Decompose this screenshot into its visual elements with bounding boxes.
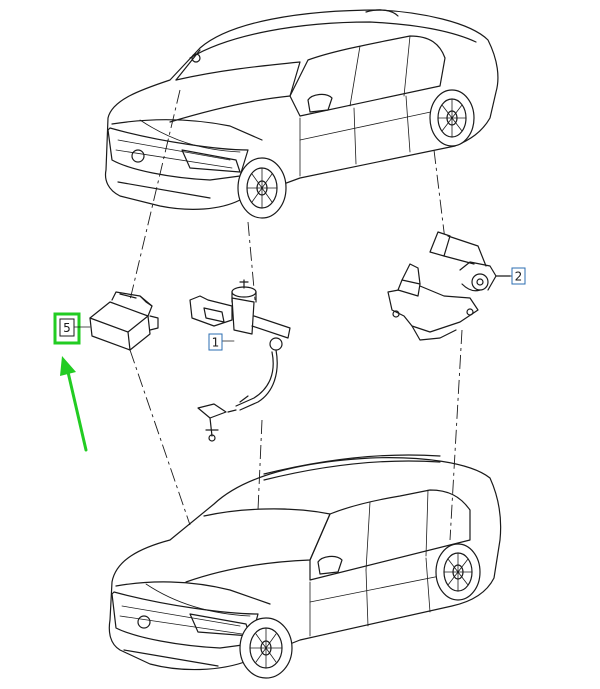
- sedan-car-icon: [104, 9, 499, 219]
- level-sensor-front-icon: [189, 279, 291, 442]
- callout-5-highlight: [53, 312, 81, 345]
- callout-1: 1: [208, 333, 235, 351]
- green-arrow-icon: [60, 356, 88, 452]
- callout-2: 2: [499, 267, 526, 285]
- leader-lines: [129, 89, 463, 541]
- estate-car-icon: [108, 454, 502, 679]
- control-unit-icon: [89, 291, 159, 351]
- level-sensor-rear-icon: [387, 231, 511, 341]
- callout-5: 5: [53, 312, 91, 345]
- callout-5-label: 5: [63, 321, 71, 335]
- callout-2-label: 2: [515, 270, 523, 284]
- callout-1-label: 1: [212, 336, 220, 350]
